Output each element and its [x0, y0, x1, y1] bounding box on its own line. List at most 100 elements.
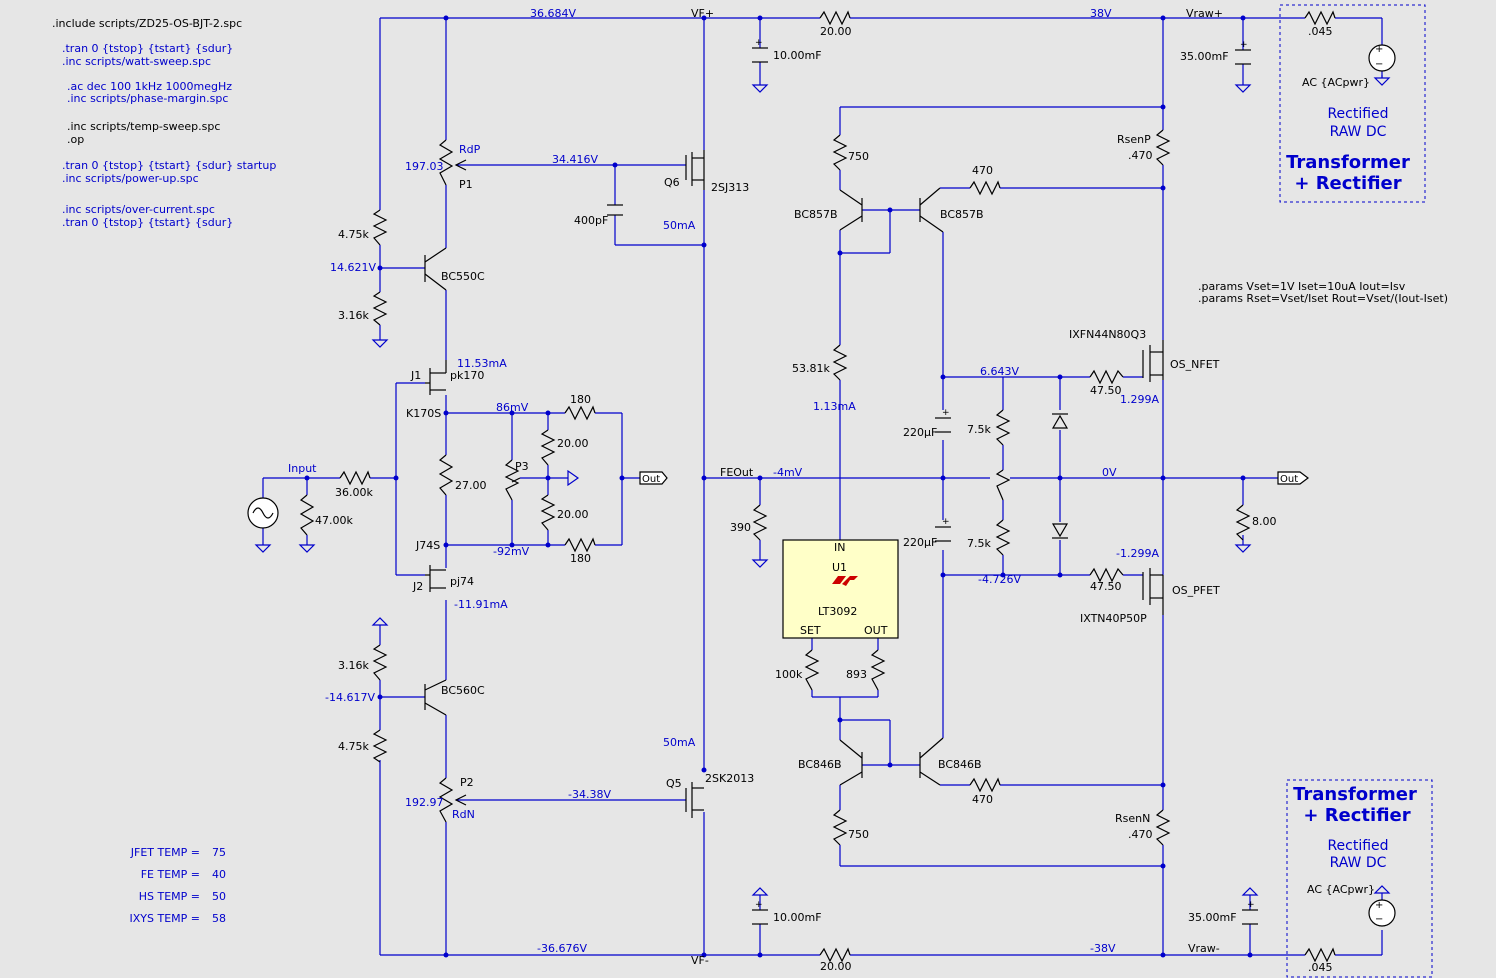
- label-directives-4: .inc scripts/phase-margin.spc: [67, 92, 228, 105]
- label-parts-r045: .045: [1308, 25, 1333, 38]
- part-labels: 20.00 20.00 10.00mF 10.00mF 35.00mF 35.0…: [315, 25, 1375, 974]
- resistor-316k-bottom: [372, 644, 388, 681]
- label-currents-j1: 11.53mA: [457, 357, 507, 370]
- label-parts-r470a: 470: [972, 164, 993, 177]
- resistor-475k-bottom: [372, 729, 388, 763]
- label-parts-u1set: SET: [800, 624, 821, 637]
- lt3092-regulator[interactable]: [782, 539, 899, 639]
- label-directives-10: .tran 0 {tstop} {tstart} {sdur}: [62, 216, 233, 229]
- label-parts-r5381: 53.81k: [792, 362, 830, 375]
- box-sub-bot-2: RAW DC: [1330, 855, 1387, 871]
- label-parts-p2: P2: [460, 776, 474, 789]
- label-nets-vrawn: Vraw-: [1188, 942, 1220, 955]
- label-directives-7: .tran 0 {tstop} {tstart} {sdur} startup: [62, 159, 276, 172]
- resistors[interactable]: [299, 10, 1336, 963]
- resistor-750-bottom: [832, 809, 848, 846]
- label-parts-r750a: 750: [848, 150, 869, 163]
- label-voltages-rdn: -34.38V: [568, 788, 611, 801]
- label-parts-r2000a: 20.00: [557, 437, 589, 450]
- label-parts-q5m: 2SK2013: [705, 772, 754, 785]
- resistor-36k: [339, 470, 371, 486]
- label-parts-p3: P3: [515, 460, 529, 473]
- ac-source-top: [1368, 44, 1396, 72]
- label-parts-j2: J2: [412, 580, 423, 593]
- resistor-75k-top: [995, 409, 1011, 446]
- label-directives-1: .tran 0 {tstop} {tstart} {sdur}: [62, 42, 233, 55]
- label-parts-r893: 893: [846, 668, 867, 681]
- transformer-box-bottom: [1286, 779, 1433, 978]
- label-temps-2-label: HS TEMP =: [139, 890, 200, 903]
- label-currents-u1: 1.13mA: [813, 400, 856, 413]
- label-parts-r4700: 47.00k: [315, 514, 353, 527]
- label-parts-c_raw_top: 35.00mF: [1180, 50, 1229, 63]
- pot-p3: [504, 459, 520, 501]
- label-directives-9: .inc scripts/over-current.spc: [62, 203, 215, 216]
- resistor-8: [1235, 504, 1251, 541]
- label-temps-3-value: 58: [212, 912, 226, 925]
- label-parts-r4750b: 47.50: [1090, 580, 1122, 593]
- label-nets-out: Out: [642, 474, 660, 485]
- box-title-top-1: Transformer: [1286, 152, 1410, 173]
- svg-text:+: +: [1247, 900, 1255, 910]
- resistor-100k: [804, 649, 820, 691]
- label-parts-c400: 400pF: [574, 214, 608, 227]
- resistor-893: [870, 649, 886, 691]
- resistor-5381k: [832, 344, 848, 381]
- label-voltages-gate_p: 6.643V: [980, 365, 1019, 378]
- svg-text:+: +: [755, 38, 763, 48]
- svg-text:+: +: [942, 408, 950, 418]
- label-parts-nfet: IXFN44N80Q3: [1069, 328, 1146, 341]
- label-temps-1-value: 40: [212, 868, 226, 881]
- current-labels: 11.53mA -11.91mA 50mA 50mA 1.13mA 1.299A…: [454, 219, 1159, 749]
- pot-p1: [438, 139, 454, 186]
- resistor-475k-top: [372, 209, 388, 246]
- resistor-045-bottom: [1304, 947, 1336, 963]
- label-voltages-p2: 192.97: [405, 796, 444, 809]
- label-params-0: .params Vset=1V Iset=10uA Iout=Isv: [1198, 280, 1406, 293]
- voltage-labels: 36.684V 38V -36.676V -38V 34.416V -34.38…: [325, 7, 1117, 955]
- label-parts-r2000b: 20.00: [557, 508, 589, 521]
- svg-text:+: +: [1375, 44, 1383, 55]
- label-parts-c220a: 220µF: [903, 426, 937, 439]
- junctions: [304, 15, 1253, 958]
- box-title-bot-1: Transformer: [1293, 784, 1417, 805]
- label-nets-rdn: RdN: [452, 808, 475, 821]
- label-directives-2: .inc scripts/watt-sweep.spc: [62, 55, 211, 68]
- resistor-470-top: [969, 180, 1001, 196]
- svg-text:+: +: [1375, 900, 1383, 911]
- label-voltages-out: 0V: [1102, 466, 1117, 479]
- svg-text:−: −: [1375, 914, 1383, 925]
- label-nets-rsenp: RsenP: [1117, 133, 1151, 146]
- label-parts-u1in: IN: [834, 541, 845, 554]
- label-voltages-top_left: 36.684V: [530, 7, 576, 20]
- label-voltages-j74: -92mV: [493, 545, 530, 558]
- net-flags: [639, 471, 1309, 485]
- label-parts-pfet: IXTN40P50P: [1080, 612, 1147, 625]
- label-parts-r180b: 180: [570, 552, 591, 565]
- temperatures: JFET TEMP =75 FE TEMP =40 HS TEMP =50 IX…: [130, 846, 227, 925]
- resistor-75k-bottom: [995, 519, 1011, 556]
- lt-logo-icon: [832, 576, 858, 586]
- transistors[interactable]: [424, 150, 1164, 818]
- sources[interactable]: [247, 44, 1396, 927]
- label-voltages-rdp: 34.416V: [552, 153, 598, 166]
- resistor-47k: [299, 494, 315, 536]
- label-temps-2-value: 50: [212, 890, 226, 903]
- label-parts-bc857a: BC857B: [794, 208, 838, 221]
- capacitors[interactable]: [607, 47, 1258, 925]
- ac-source-bottom: [1368, 899, 1396, 927]
- resistor-rsenn: [1155, 809, 1171, 846]
- label-parts-c220b: 220µF: [903, 536, 937, 549]
- label-parts-u1out: OUT: [864, 624, 888, 637]
- label-voltages-q_base_top: 14.621V: [330, 261, 376, 274]
- label-parts-r_bot: 20.00: [820, 960, 852, 973]
- label-directives-3: .ac dec 100 1kHz 1000megHz: [67, 80, 232, 93]
- resistor-045-top: [1304, 10, 1336, 26]
- label-voltages-p1: 197.03: [405, 160, 444, 173]
- resistor-20-a: [540, 429, 556, 466]
- resistor-180-top: [564, 405, 596, 421]
- svg-text:+: +: [755, 900, 763, 910]
- label-nets-k170: K170S: [406, 407, 441, 420]
